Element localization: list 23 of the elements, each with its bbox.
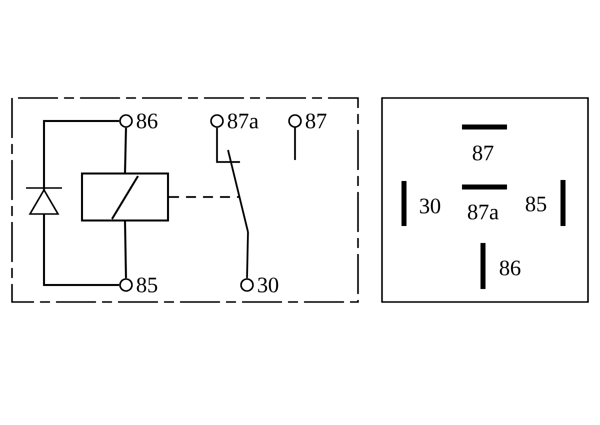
wire xyxy=(124,221,127,278)
wire xyxy=(246,232,249,278)
terminal-label: 87a xyxy=(228,114,258,128)
terminal-label: 85 xyxy=(136,278,158,292)
terminal-label: 30 xyxy=(258,278,278,292)
terminal-circle xyxy=(119,278,133,292)
pin-label: 87a xyxy=(468,204,499,220)
terminal-circle xyxy=(210,114,224,128)
pin-label: 85 xyxy=(526,196,546,212)
wire xyxy=(43,120,120,286)
pin-label: 86 xyxy=(500,260,520,276)
wire xyxy=(124,128,127,173)
wire xyxy=(169,196,239,198)
terminal-circle xyxy=(119,114,133,128)
wire xyxy=(216,128,240,163)
pin-label: 87 xyxy=(472,146,494,160)
terminal-circle xyxy=(288,114,302,128)
terminal-label: 87 xyxy=(306,114,326,128)
switch-blade xyxy=(227,150,249,232)
terminal-label: 86 xyxy=(136,114,158,128)
relay-coil xyxy=(81,172,169,222)
pin-label: 30 xyxy=(420,198,440,214)
terminal-circle xyxy=(240,278,254,292)
